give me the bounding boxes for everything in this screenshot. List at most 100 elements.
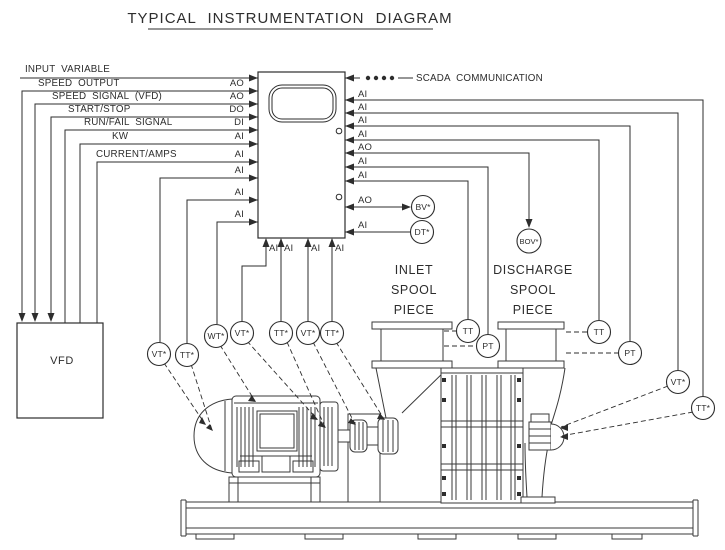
scada-dot <box>389 75 395 81</box>
io-tag: AI <box>235 149 244 160</box>
instrument-bubble-vt6: VT* <box>295 320 321 346</box>
scada-dot <box>373 75 379 81</box>
arrow-into-vfd-1 <box>18 313 26 322</box>
plc-bottom-io-rows: AI AI AI AI <box>241 238 344 321</box>
discharge-spool-body <box>505 328 557 362</box>
shaft <box>337 429 351 443</box>
signal-label-run-fail: RUN/FAIL SIGNAL <box>84 117 173 128</box>
scada-label: SCADA COMMUNICATION <box>416 73 543 84</box>
page-title: TYPICAL INSTRUMENTATION DIAGRAM <box>127 10 452 27</box>
motor-base <box>228 476 321 503</box>
plc-window-outer <box>268 84 337 123</box>
instrument-bubble-blower-vt: VT* <box>665 369 691 395</box>
inlet-spool-piece <box>371 321 453 369</box>
io-tag: AI <box>311 243 320 254</box>
inlet-spool-label-1: INLET <box>395 263 433 277</box>
scada-dot <box>381 75 387 81</box>
signal-label-input-variable: INPUT VARIABLE <box>25 64 110 75</box>
io-tag: AI <box>358 220 367 231</box>
vfd-enclosure <box>16 322 104 419</box>
bubble-tag: VT* <box>152 349 167 359</box>
instrument-bubble-wt3: WT* <box>203 323 229 349</box>
bubble-tag: VT* <box>671 377 686 387</box>
bubble-tag: VT* <box>235 328 250 338</box>
bubble-tag: PT <box>624 348 636 358</box>
plc-enclosure <box>257 71 346 239</box>
signal-label-current-amps: CURRENT/AMPS <box>96 149 177 160</box>
instrument-bubble-blower-tt: TT* <box>690 395 716 421</box>
blower-housing <box>375 367 566 504</box>
instrument-bubble-inlet-pt: PT <box>475 333 501 359</box>
bubble-tag: TT* <box>325 328 340 338</box>
instrument-bubble-discharge-tt: TT <box>586 319 612 345</box>
bubble-tag: PT <box>482 341 494 351</box>
plc-left-io-rows: INPUT VARIABLE SPEED OUTPUT AO SPEED SIG… <box>18 64 258 343</box>
instrument-bubble-bv: BV* <box>410 194 436 220</box>
shaft-coupling <box>337 413 399 503</box>
signal-label-start-stop: START/STOP <box>68 104 131 115</box>
instrument-bubble-dt: DT* <box>409 219 435 245</box>
arrow-into-bv <box>402 203 411 211</box>
arrow-into-vfd-3 <box>47 313 55 322</box>
io-tag: AO <box>230 78 244 89</box>
inlet-cone <box>375 367 449 419</box>
io-tag: AI <box>358 102 367 113</box>
discharge-spool-piece <box>497 321 565 369</box>
scroll-cone <box>524 367 566 498</box>
io-tag: AI <box>358 89 367 100</box>
instrument-bubble-tt5: TT* <box>268 320 294 346</box>
bubble-tag: WT* <box>207 331 225 341</box>
plc-right-io-rows: SCADA COMMUNICATION AI AI AI AI AO AI AI <box>345 73 704 396</box>
scada-dot <box>365 75 371 81</box>
inlet-spool-top-flange <box>371 321 453 330</box>
io-tag: AI <box>358 156 367 167</box>
instrument-bubble-vt4: VT* <box>229 320 255 346</box>
io-tag: AI <box>235 209 244 220</box>
inlet-spool-bottom-flange <box>371 360 453 369</box>
cone-foot <box>520 496 556 504</box>
io-tag: AI <box>358 170 367 181</box>
instrument-bubble-vt1: VT* <box>146 341 172 367</box>
instrument-bubble-inlet-tt: TT <box>455 318 481 344</box>
instrument-bubble-tt7: TT* <box>319 320 345 346</box>
bubble-tag: VT* <box>301 328 316 338</box>
inlet-spool-body <box>380 328 444 362</box>
io-tag: AI <box>358 115 367 126</box>
bubble-tag: TT* <box>180 350 195 360</box>
inlet-spool-label-3: PIECE <box>394 303 435 317</box>
instrument-bubble-bov: BOV* <box>516 228 542 254</box>
signal-label-kw: KW <box>112 131 129 142</box>
io-tag: AI <box>235 187 244 198</box>
discharge-spool-top-flange <box>497 321 565 330</box>
discharge-spool-bottom-flange <box>497 360 565 369</box>
arrow-into-plc-1 <box>249 74 258 82</box>
bubble-tag: TT* <box>696 403 711 413</box>
scada-row: SCADA COMMUNICATION <box>345 73 543 84</box>
bubble-tag: TT* <box>274 328 289 338</box>
instrument-leader-lines <box>163 330 694 440</box>
instrument-bubble-tt2: TT* <box>174 342 200 368</box>
io-tag: DO <box>229 104 244 115</box>
motor-nameplate <box>256 410 298 452</box>
spool-labels: INLET SPOOL PIECE DISCHARGE SPOOL PIECE <box>391 263 573 317</box>
arrow-into-vfd-2 <box>31 313 39 322</box>
signal-label-speed-signal: SPEED SIGNAL (VFD) <box>52 91 162 102</box>
instrument-bubbles: VT* TT* WT* VT* TT* VT* TT* BV* <box>146 194 716 421</box>
diagram-title: TYPICAL INSTRUMENTATION DIAGRAM <box>127 10 452 30</box>
plc-screw-top <box>335 127 343 135</box>
signal-label-speed-output: SPEED OUTPUT <box>38 78 120 89</box>
io-tag: DI <box>234 117 244 128</box>
discharge-spool-label-2: SPOOL <box>510 283 556 297</box>
discharge-spool-label-3: PIECE <box>513 303 554 317</box>
io-tag: AI <box>235 131 244 142</box>
vfd-label: VFD <box>50 355 74 367</box>
plc-window-inner <box>271 87 334 120</box>
motor-end-cap <box>193 398 233 474</box>
io-tag: AO <box>358 142 372 153</box>
plc-controller-box <box>257 71 346 239</box>
discharge-spool-label-1: DISCHARGE <box>493 263 573 277</box>
bubble-tag: DT* <box>414 227 430 237</box>
bubble-tag: TT <box>594 327 605 337</box>
